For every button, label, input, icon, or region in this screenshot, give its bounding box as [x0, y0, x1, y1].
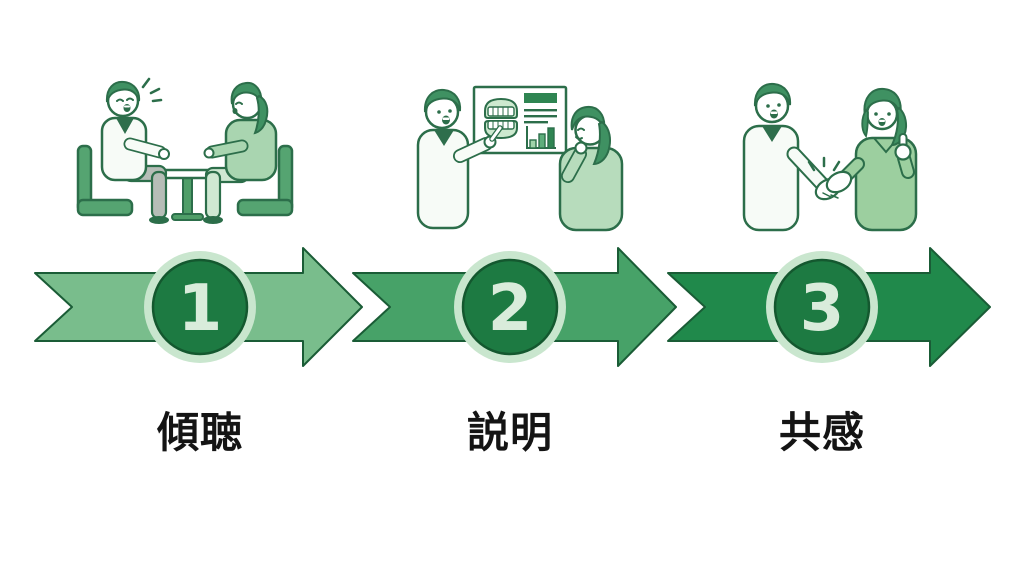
- board-title-bar: [524, 93, 557, 103]
- doctor-hand: [158, 148, 170, 160]
- illustration-step-1-listening: [60, 60, 310, 240]
- handshake-hands: [814, 170, 853, 201]
- patient-ponytail: [592, 120, 611, 166]
- doctor-eye-left: [766, 104, 770, 108]
- patient-ponytail: [253, 94, 269, 135]
- step-label-2: 説明: [466, 408, 554, 457]
- doctor-coat: [416, 128, 470, 230]
- attention-marks: [141, 77, 163, 103]
- doctor-shirt: [762, 126, 782, 142]
- thumbs-up-icon: [894, 133, 912, 161]
- doctor-eye-left: [437, 110, 441, 114]
- doctor-eyes: [116, 97, 134, 102]
- dentures-icon: [484, 97, 518, 140]
- doctor-hair: [105, 80, 141, 103]
- doctor-figure: [100, 80, 170, 224]
- patient-side-hair: [861, 108, 869, 138]
- doctor-mouth: [123, 104, 131, 112]
- doctor-hair: [423, 88, 462, 113]
- patient-figure: [558, 105, 624, 232]
- patient-shoe: [203, 216, 223, 224]
- doctor-figure: [416, 88, 503, 230]
- illustration-step-2-explanation: [390, 60, 640, 240]
- listening-scene-svg: [76, 77, 294, 224]
- patient-eye-left: [874, 112, 878, 116]
- patient-mouth: [575, 136, 583, 140]
- board-text-lines: [524, 109, 557, 124]
- doctor-hair: [753, 82, 792, 107]
- doctor-shirt: [116, 118, 134, 134]
- patient-eye-right: [887, 112, 891, 116]
- process-arrows: 1 2 3: [34, 247, 991, 367]
- step-label-3: 共感: [778, 408, 866, 457]
- doctor-eye-right: [777, 103, 781, 107]
- patient-eye: [235, 101, 243, 105]
- patient-hair: [570, 105, 606, 131]
- step-number-3: 3: [800, 272, 845, 346]
- illustration-step-3-empathy: [710, 60, 960, 240]
- step-number-2: 2: [488, 272, 533, 346]
- doctor-shoe: [149, 216, 169, 224]
- patient-mouth: [232, 108, 238, 114]
- patient-figure: [203, 81, 278, 224]
- step-circle-1: 1: [144, 251, 256, 363]
- right-chair: [236, 144, 294, 217]
- step-label-1: 傾聴: [156, 408, 244, 457]
- sparkle-marks: [807, 156, 841, 172]
- step-number-1: 1: [178, 272, 223, 346]
- doctor-eye-right: [448, 109, 452, 113]
- doctor-coat: [742, 124, 800, 232]
- bar-chart-icon: [526, 126, 556, 149]
- patient-eye: [577, 127, 585, 131]
- doctor-figure: [742, 82, 830, 232]
- patient-hair: [230, 81, 263, 106]
- patient-hand: [203, 147, 215, 159]
- chin-hand: [574, 141, 588, 155]
- patient-figure: [829, 87, 918, 232]
- step-circle-3: 3: [766, 251, 878, 363]
- handshake-scene-svg: [742, 82, 918, 232]
- step-circle-2: 2: [454, 251, 566, 363]
- doctor-shirt: [434, 130, 454, 146]
- explanation-scene-svg: [416, 85, 624, 232]
- left-chair: [76, 144, 134, 217]
